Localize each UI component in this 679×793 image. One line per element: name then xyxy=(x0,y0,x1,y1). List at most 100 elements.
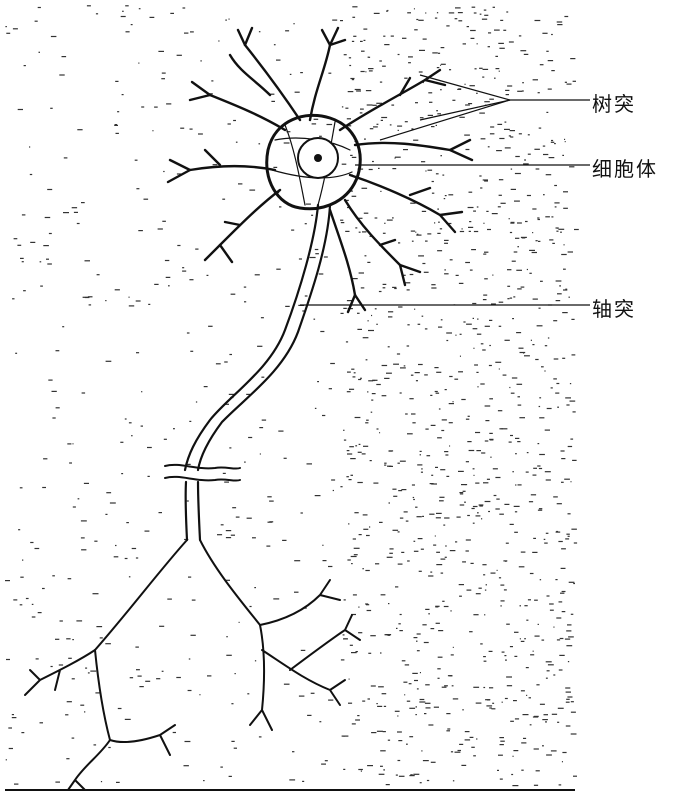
stipple-dash xyxy=(428,724,433,725)
stipple-dash xyxy=(22,560,23,561)
stipple-dash xyxy=(565,397,571,398)
stipple-dash xyxy=(425,684,430,685)
stipple-dash xyxy=(545,430,550,431)
stipple-dash xyxy=(449,675,452,676)
stipple-dash xyxy=(510,130,515,131)
stipple-dash xyxy=(477,512,479,513)
stipple-dash xyxy=(386,373,392,374)
stipple-dash xyxy=(459,283,464,284)
stipple-dash xyxy=(354,512,358,513)
stipple-dash xyxy=(541,366,544,367)
stipple-dash xyxy=(425,609,429,610)
stipple-dash xyxy=(390,548,394,549)
stipple-dash xyxy=(244,301,246,302)
stipple-dash xyxy=(101,781,102,782)
stipple-dash xyxy=(211,80,213,81)
stipple-dash xyxy=(536,168,540,169)
stipple-dash xyxy=(105,643,111,644)
stipple-dash xyxy=(551,140,553,141)
stipple-dash xyxy=(381,120,383,121)
stipple-dash xyxy=(236,142,238,143)
stipple-dash xyxy=(82,392,86,393)
stipple-dash xyxy=(445,195,447,196)
stipple-dash xyxy=(466,324,472,325)
stipple-dash xyxy=(442,419,447,420)
stipple-dash xyxy=(136,188,139,189)
stipple-dash xyxy=(141,426,143,427)
stipple-dash xyxy=(512,785,518,786)
stipple-dash xyxy=(573,776,577,777)
stipple-dash xyxy=(49,233,52,234)
stipple-dash xyxy=(483,687,485,688)
stipple-dash xyxy=(418,364,423,365)
stipple-dash xyxy=(106,361,112,362)
stipple-dash xyxy=(561,548,566,549)
stipple-dash xyxy=(373,105,377,106)
stipple-dash xyxy=(455,18,458,19)
stipple-dash xyxy=(403,149,408,150)
stipple-dash xyxy=(486,705,492,706)
stipple-dash xyxy=(448,194,453,195)
stipple-dash xyxy=(499,195,502,196)
stipple-dash xyxy=(524,159,526,160)
stipple-dash xyxy=(420,117,424,118)
stipple-dash xyxy=(486,584,487,585)
stipple-dash xyxy=(126,522,129,523)
stipple-dash xyxy=(420,782,422,783)
stipple-dash xyxy=(488,511,490,512)
stipple-dash xyxy=(387,466,392,467)
stipple-dash xyxy=(203,780,205,781)
stipple-dash xyxy=(38,612,42,613)
stipple-dash xyxy=(269,501,274,502)
stipple-dash xyxy=(548,337,549,338)
stipple-dash xyxy=(191,635,196,636)
stipple-dash xyxy=(549,603,554,604)
stipple-dash xyxy=(407,289,410,290)
stipple-dash xyxy=(261,317,264,318)
stipple-dash xyxy=(311,215,313,216)
stipple-dash xyxy=(465,262,470,263)
stipple-dash xyxy=(370,635,376,636)
stipple-dash xyxy=(487,229,491,230)
stipple-dash xyxy=(483,179,488,180)
stipple-dash xyxy=(132,548,136,549)
stipple-dash xyxy=(293,23,294,24)
stipple-dash xyxy=(12,714,14,715)
stipple-dash xyxy=(116,133,119,134)
stipple-dash xyxy=(352,6,357,7)
stipple-dash xyxy=(556,383,559,384)
stipple-dash xyxy=(436,564,442,565)
stipple-dash xyxy=(542,33,547,34)
stipple-dash xyxy=(162,73,166,74)
stipple-dash xyxy=(561,254,567,255)
stipple-dash xyxy=(43,458,47,459)
stipple-dash xyxy=(300,72,303,73)
stipple-dash xyxy=(411,375,414,376)
stipple-dash xyxy=(405,121,408,122)
stipple-dash xyxy=(398,242,400,243)
stipple-dash xyxy=(444,685,448,686)
stipple-dash xyxy=(138,63,139,64)
stipple-dash xyxy=(482,19,487,20)
stipple-dash xyxy=(425,703,431,704)
stipple-dash xyxy=(418,20,423,21)
stipple-dash xyxy=(355,89,361,90)
stipple-dash xyxy=(382,365,388,366)
stipple-dash xyxy=(252,537,256,538)
stipple-dash xyxy=(284,458,287,459)
stipple-dash xyxy=(509,387,510,388)
stipple-dash xyxy=(467,441,471,442)
stipple-dash xyxy=(362,231,366,232)
stipple-dash xyxy=(375,308,377,309)
stipple-dash xyxy=(415,372,420,373)
stipple-dash xyxy=(540,64,544,65)
stipple-dash xyxy=(262,420,266,421)
stipple-dash xyxy=(449,403,454,404)
stipple-dash xyxy=(509,442,512,443)
stipple-dash xyxy=(540,579,541,580)
stipple-dash xyxy=(259,143,261,144)
stipple-dash xyxy=(571,701,574,702)
stipple-dash xyxy=(14,784,18,785)
stipple-dash xyxy=(12,298,14,299)
stipple-dash xyxy=(42,588,45,589)
